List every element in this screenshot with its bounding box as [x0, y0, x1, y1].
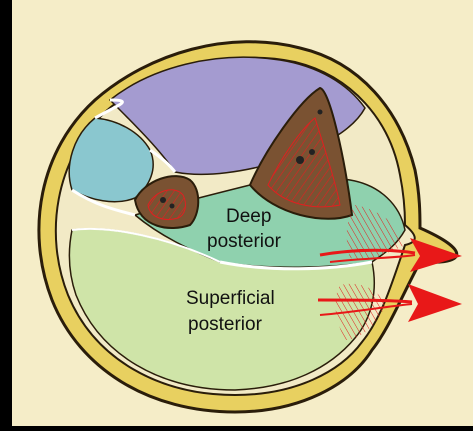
- label-superficial-line2: posterior: [188, 314, 263, 335]
- label-superficial-line1: Superficial: [186, 288, 275, 309]
- label-deep-line1: Deep: [226, 206, 271, 227]
- label-deep-line2: posterior: [207, 231, 282, 252]
